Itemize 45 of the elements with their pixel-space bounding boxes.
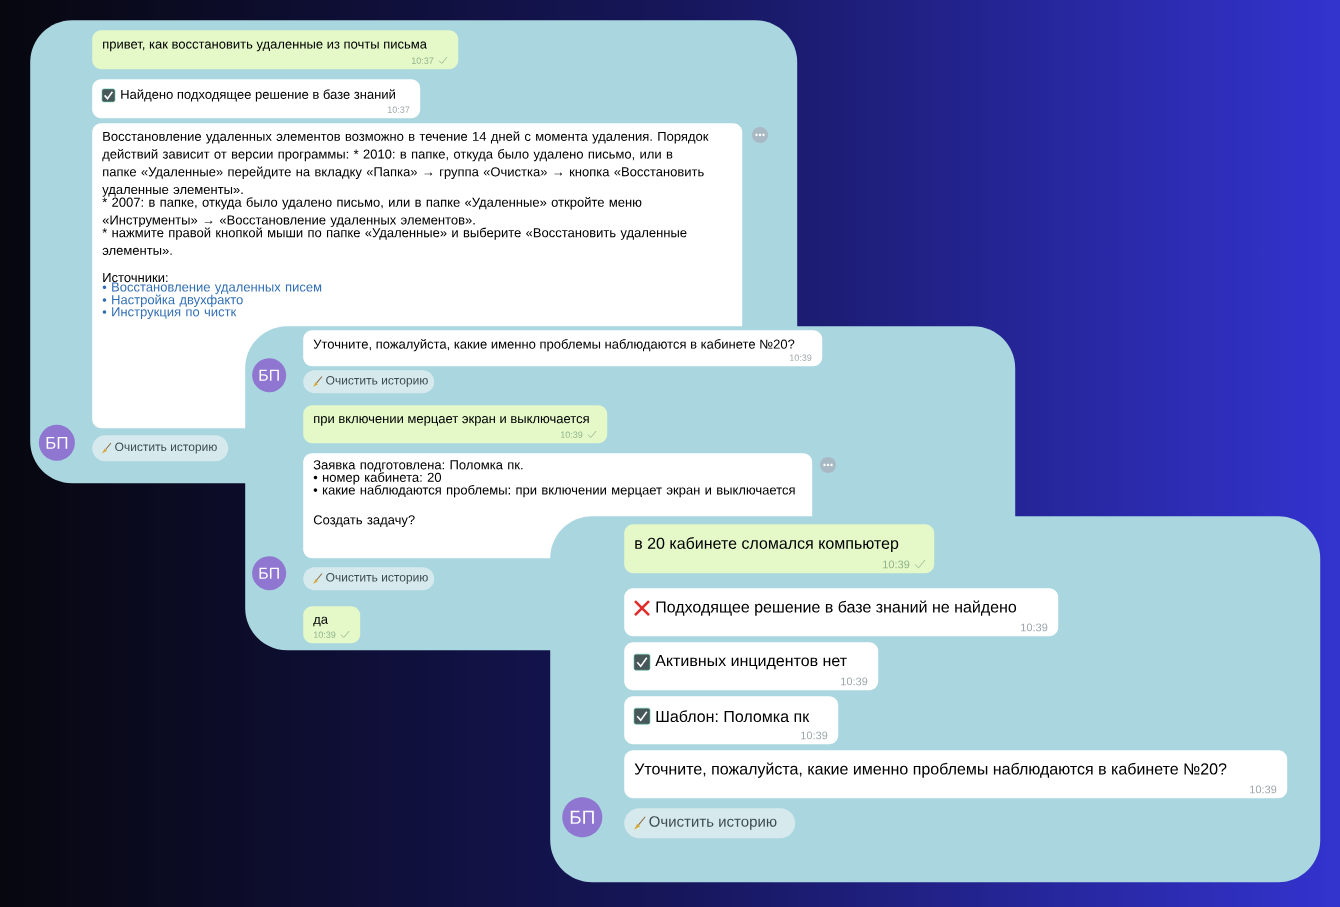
- link: • Инструкция по чистк: [102, 307, 237, 319]
- timestamp: 10:39: [801, 731, 828, 740]
- timestamp: 10:37: [412, 57, 434, 64]
- message-text: Уточните, пожалуйста, какие именно проблемы наблюдаются в кабинете №20?: [313, 338, 795, 352]
- timestamp: 10:39: [841, 677, 868, 686]
- message-bubble: [624, 524, 935, 574]
- clear-history-button: Очистить историю: [303, 567, 435, 591]
- timestamp: 10:39: [790, 354, 812, 361]
- timestamp: 10:39: [313, 631, 336, 638]
- message-text: • номер кабинета: 20: [313, 472, 442, 485]
- message-text: Источники:: [103, 273, 168, 283]
- message-text: Восстановление удаленных элементов возможно в течение 14 дней с момента удаления. Порядок действий зависит от версии программы: * 2010: в папке, откуда было удалено письмо, или в папке «Удаленные» перейдите на вкладку «Папка» → группа «Очистка» → кнопка «Восстановить удаленные элементы».: [102, 131, 709, 197]
- timestamp: 10:37: [387, 106, 410, 113]
- message-bubble: [624, 750, 1288, 799]
- timestamp: 10:39: [561, 431, 583, 438]
- timestamp: 10:39: [1250, 785, 1277, 794]
- timestamp: 10:39: [883, 560, 910, 569]
- clear-history-button: Очистить историю: [92, 435, 229, 462]
- message-text: Подходящее решение в базе знаний не найдено: [656, 600, 1017, 616]
- message-text: * 2007: в папке, откуда было удалено письмо, или в папке «Удаленные» откройте меню «Инструменты» → «Восстановление удаленных элементов».: [102, 197, 642, 228]
- message-text: да: [313, 616, 328, 627]
- message-text: Активных инцидентов нет: [655, 655, 847, 670]
- message-bubble: [624, 696, 839, 745]
- message-bubble: [92, 30, 459, 70]
- message-text: привет, как восстановить удаленные из почты письма: [103, 41, 427, 52]
- message-bubble: [303, 606, 361, 644]
- message-bubble: [624, 588, 1059, 637]
- clear-history-button: Очистить историю: [303, 370, 435, 394]
- message-text: Уточните, пожалуйста, какие именно проблемы наблюдаются в кабинете №20?: [634, 762, 1227, 778]
- message-text: Шаблон: Поломка пк: [656, 710, 810, 723]
- message-text: Создать задачу?: [313, 515, 415, 527]
- link: • Восстановление удаленных писем: [102, 282, 322, 295]
- clear-history-button: Очистить историю: [624, 808, 796, 839]
- message-text: * нажмите правой кнопкой мыши по папке «Удаленные» и выберите «Восстановить удаленные элементы».: [102, 227, 687, 255]
- message-bubble: [624, 642, 879, 691]
- message-text: при включении мерцает экран и выключается: [314, 416, 589, 426]
- message-bubble: [92, 79, 421, 119]
- message-bubble: [303, 330, 823, 367]
- message-text: в 20 кабинете сломался компьютер: [635, 537, 899, 553]
- message-text: • какие наблюдаются проблемы: при включении мерцает экран и выключается: [313, 484, 795, 498]
- message-text: Заявка подготовлена: Поломка пк.: [313, 460, 523, 472]
- message-text: Найдено подходящее решение в базе знаний: [121, 89, 395, 102]
- link: • Настройка двухфакто: [102, 294, 243, 307]
- message-bubble: [303, 405, 608, 444]
- timestamp: 10:39: [1021, 623, 1048, 632]
